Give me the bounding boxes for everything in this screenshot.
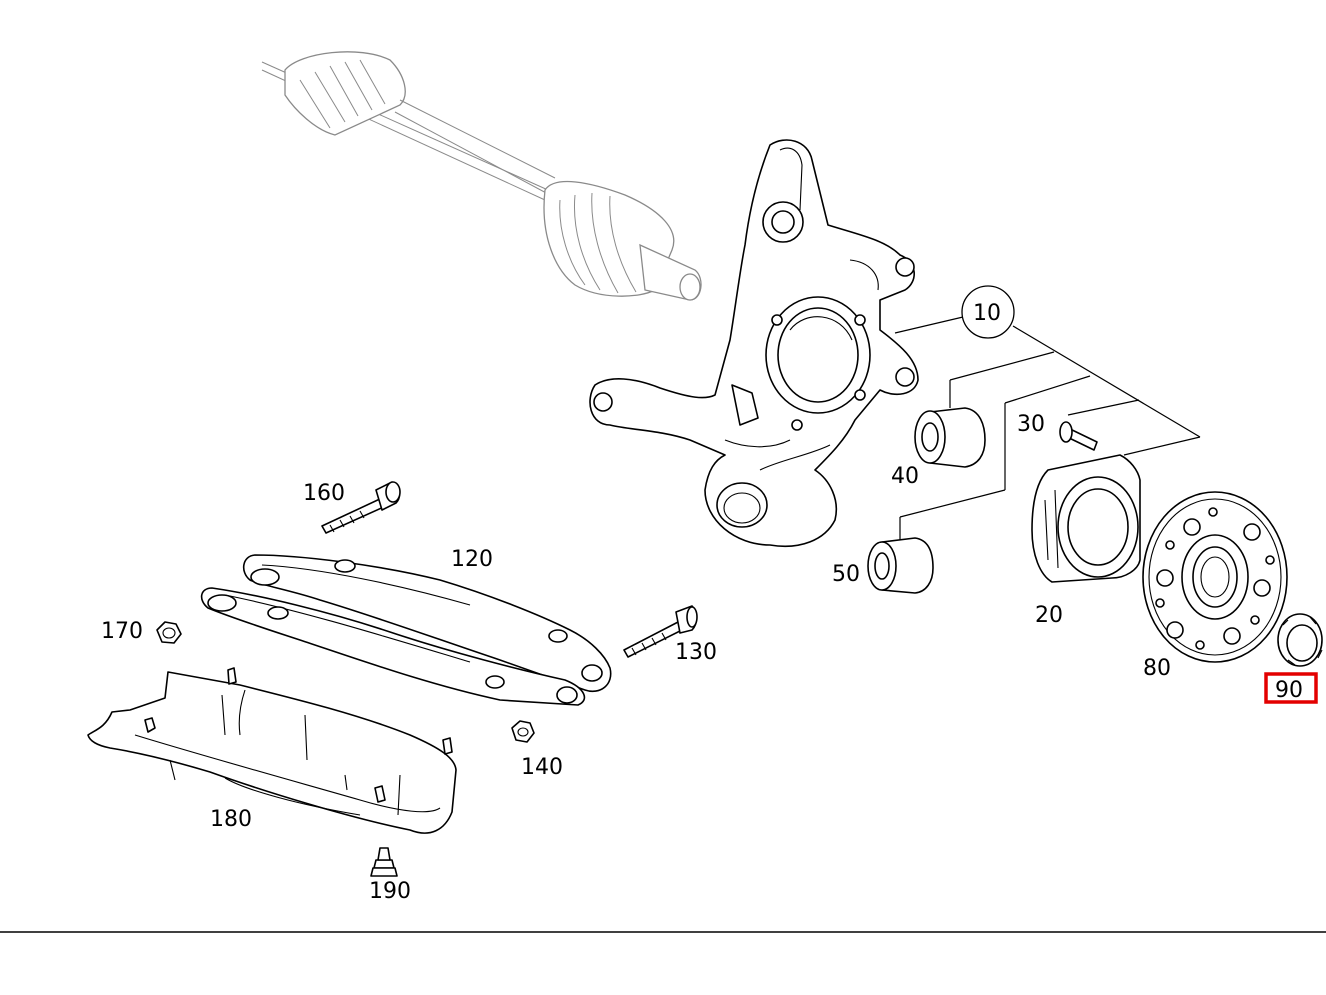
label-190[interactable]: 190 [369, 879, 411, 904]
label-130[interactable]: 130 [675, 640, 717, 665]
label-180[interactable]: 180 [210, 807, 252, 832]
label-30[interactable]: 30 [1017, 412, 1045, 437]
label-40[interactable]: 40 [891, 464, 919, 489]
drive-shaft [261, 51, 702, 301]
label-80[interactable]: 80 [1143, 656, 1171, 681]
steering-knuckle [589, 139, 919, 547]
label-10-circle [961, 285, 1015, 339]
bolt-30 [1059, 421, 1098, 451]
part-labels: 10 20 30 40 50 80 90 120 130 140 160 170… [101, 285, 1318, 904]
bolt-130 [623, 605, 698, 658]
shield-180 [87, 667, 457, 834]
bushing-50 [867, 537, 934, 594]
hub-nut-90 [1277, 613, 1323, 667]
nut-170 [156, 621, 182, 644]
label-50[interactable]: 50 [832, 562, 860, 587]
label-90-highlight [1264, 672, 1318, 704]
nut-140 [511, 720, 535, 743]
callout-lines [894, 316, 1201, 540]
label-90[interactable]: 90 [1275, 678, 1303, 703]
label-160[interactable]: 160 [303, 481, 345, 506]
wheel-bearing-20 [1031, 454, 1141, 583]
label-10[interactable]: 10 [973, 301, 1001, 326]
bolt-160 [321, 481, 401, 534]
bushing-40 [914, 407, 986, 468]
wheel-hub-80 [1142, 491, 1288, 663]
control-arm-120 [200, 554, 612, 706]
label-20[interactable]: 20 [1035, 603, 1063, 628]
clip-190 [370, 847, 398, 877]
label-120[interactable]: 120 [451, 547, 493, 572]
label-170[interactable]: 170 [101, 619, 143, 644]
label-140[interactable]: 140 [521, 755, 563, 780]
